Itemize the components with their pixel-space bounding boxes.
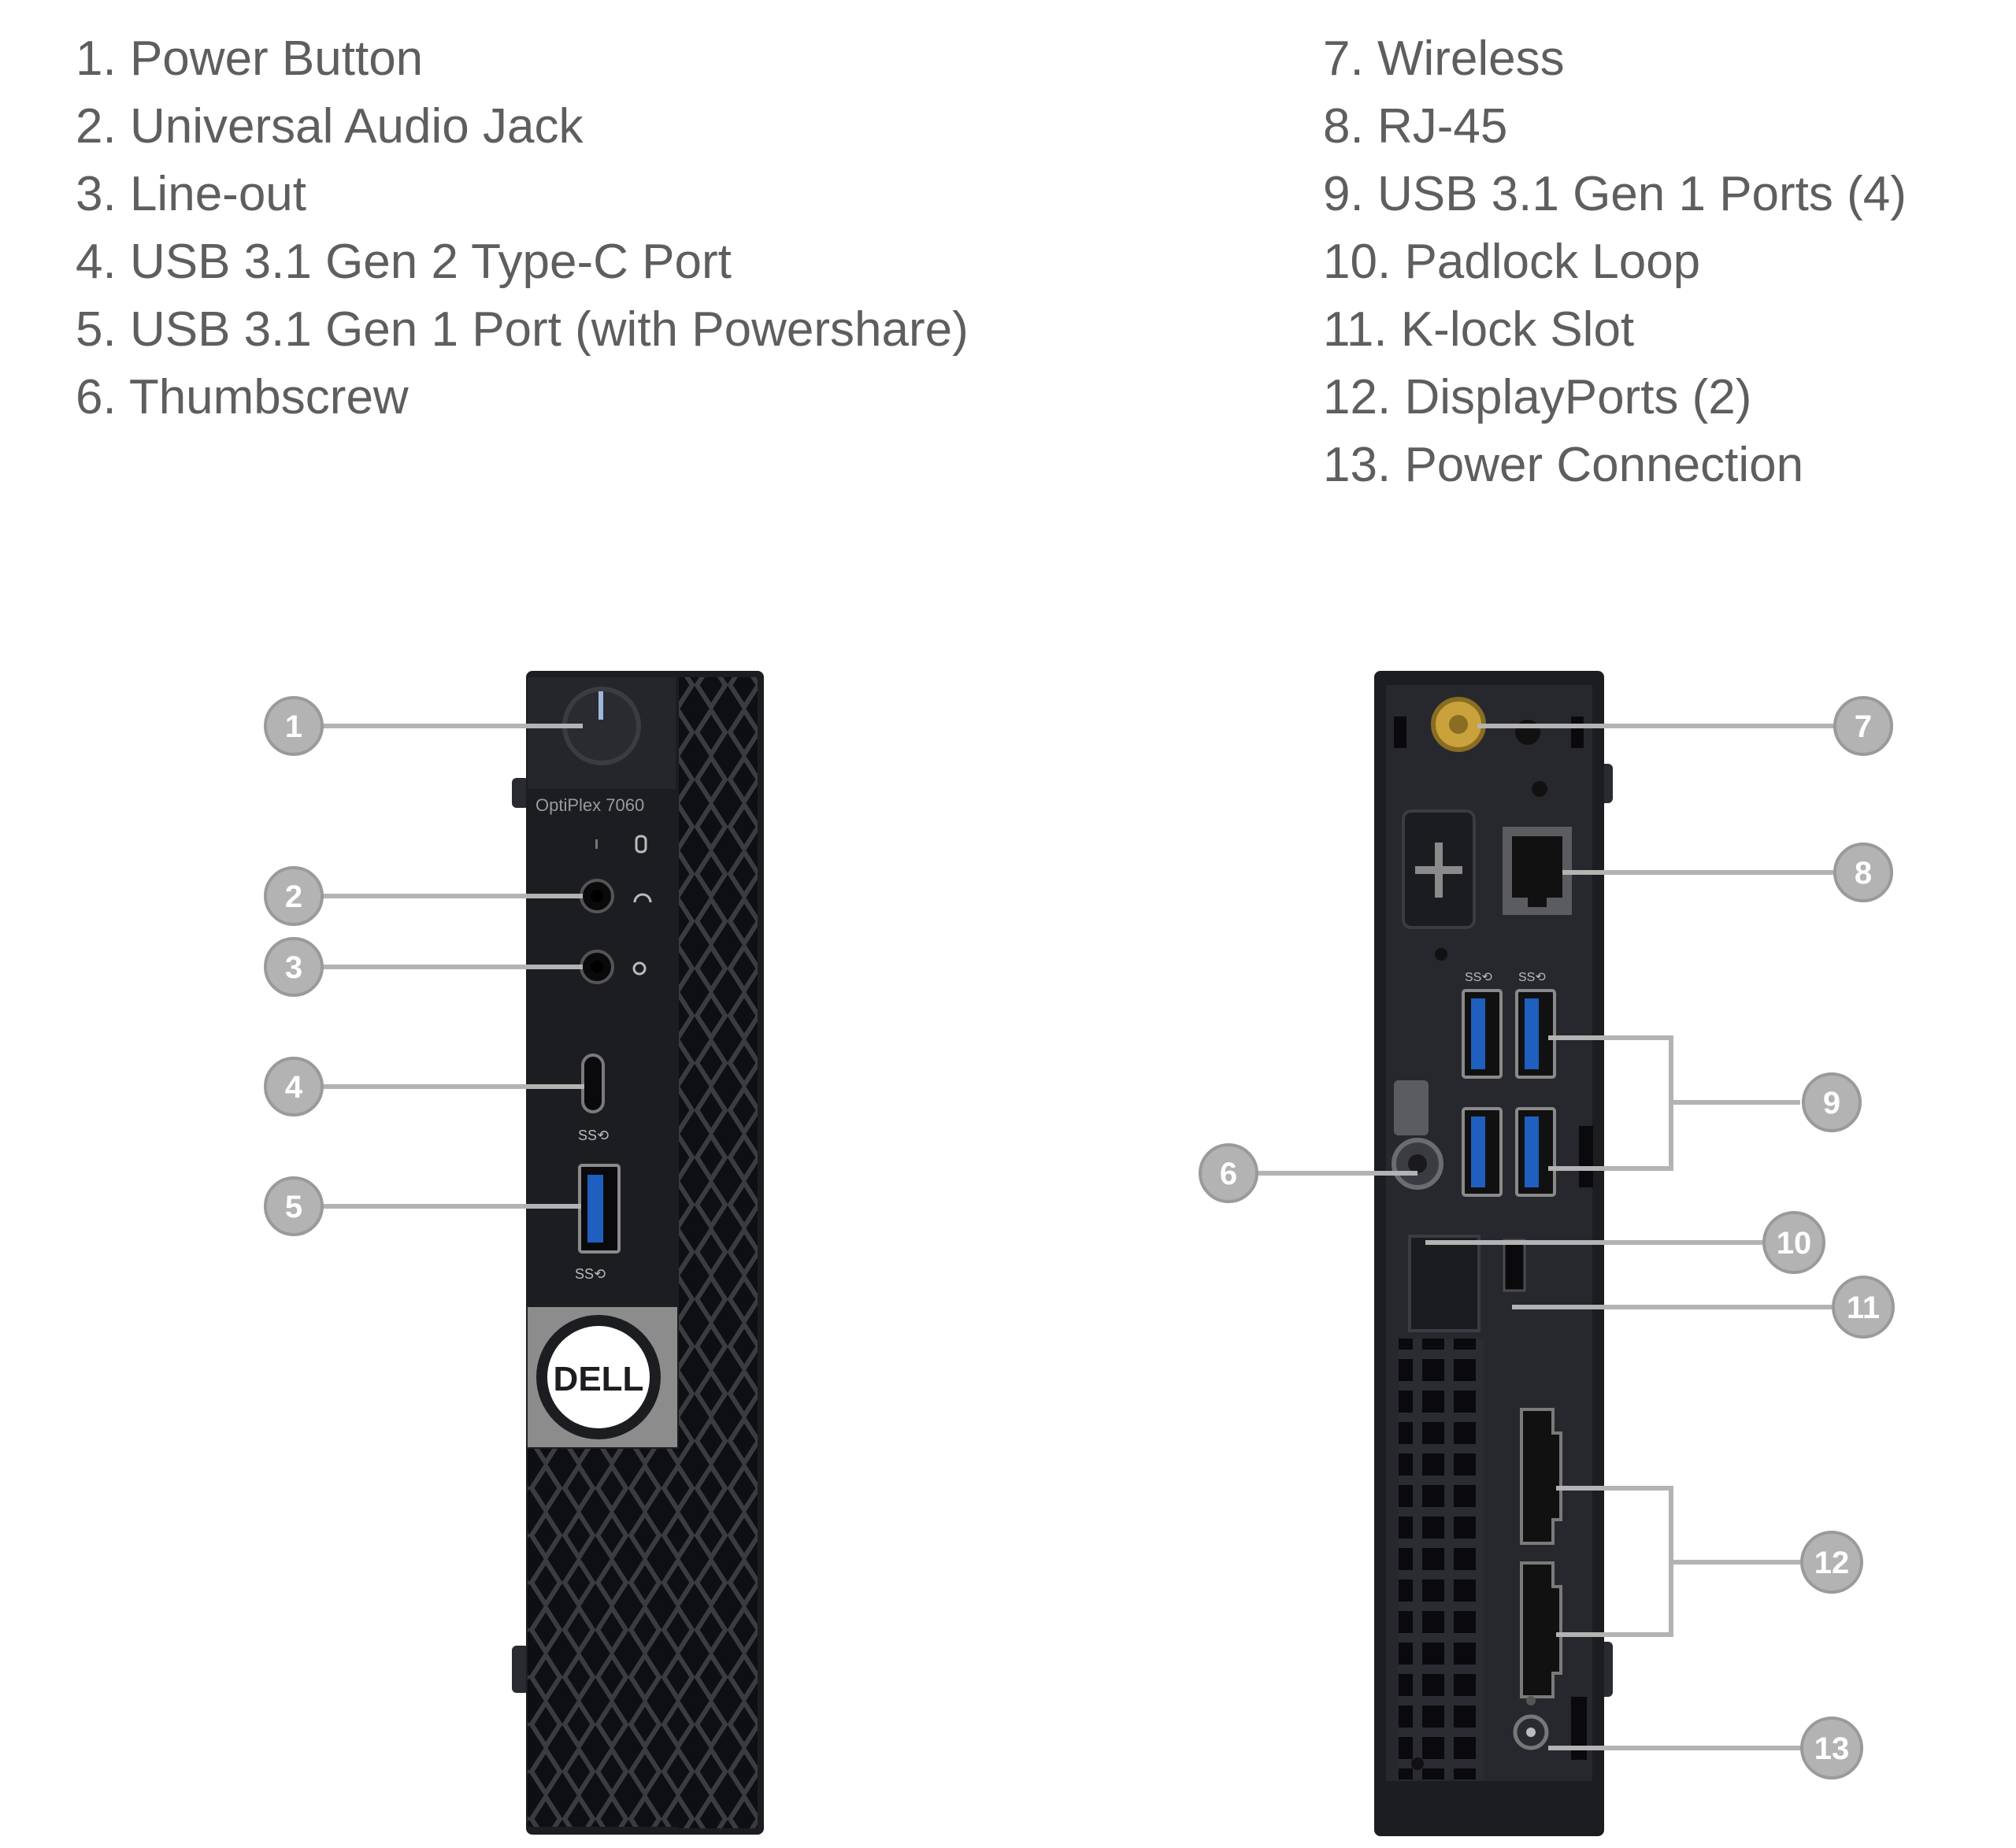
- usb-a-tongue: [587, 1175, 603, 1242]
- dell-logo-text: DELL: [554, 1360, 644, 1398]
- rear-vent-grid: [1399, 1339, 1484, 1779]
- rj45-opening: [1512, 836, 1562, 898]
- usb-port-1-tongue: [1471, 998, 1485, 1069]
- audio-jack-hole: [591, 890, 603, 902]
- front-bottom-grille: [528, 1449, 758, 1827]
- callout-4: 4: [265, 1058, 322, 1115]
- rear-view: SS⟲ SS⟲: [1374, 671, 1613, 1836]
- padlock-loop[interactable]: [1410, 1236, 1479, 1331]
- callout-badges: 1 2 3 4 5 6 7 8 9 10 11 12 13: [265, 698, 1893, 1778]
- rear-bottom-lip: [1386, 1781, 1592, 1819]
- usb-c-logo: SS⟲: [578, 1128, 609, 1143]
- svg-text:11: 11: [1847, 1291, 1880, 1325]
- svg-text:4: 4: [285, 1070, 303, 1105]
- svg-text:9: 9: [1823, 1086, 1840, 1120]
- callout-10: 10: [1764, 1213, 1824, 1272]
- line-out-hole: [591, 961, 603, 973]
- callout-12: 12: [1802, 1532, 1862, 1592]
- callout-5: 5: [265, 1178, 322, 1235]
- rear-slot-mid: [1579, 1126, 1593, 1187]
- callout-1: 1: [265, 698, 322, 754]
- usb-port-4-tongue: [1525, 1117, 1539, 1187]
- svg-text:2: 2: [285, 880, 302, 914]
- callout-8: 8: [1835, 844, 1892, 901]
- callout-9: 9: [1803, 1074, 1860, 1131]
- power-indicator-dot: [1526, 1696, 1536, 1705]
- rear-screw-hole-top: [1515, 720, 1540, 745]
- usb-logo-left: SS⟲: [1465, 971, 1492, 984]
- rear-slot-right: [1571, 717, 1584, 748]
- indicator-mark: [595, 839, 598, 849]
- callout-13: 13: [1802, 1718, 1862, 1778]
- power-led-icon: [598, 691, 603, 720]
- rear-screw-hole-3: [1435, 948, 1447, 961]
- svg-text:12: 12: [1814, 1546, 1850, 1580]
- rear-screw-hole-2: [1532, 781, 1547, 797]
- thumbscrew-latch: [1394, 1080, 1429, 1135]
- rear-screw-hole-bottom: [1411, 1757, 1424, 1770]
- antenna-center: [1449, 715, 1468, 734]
- model-label: OptiPlex 7060: [536, 795, 644, 815]
- svg-text:8: 8: [1855, 856, 1872, 891]
- usb-port-3-tongue: [1471, 1117, 1485, 1187]
- callout-3: 3: [265, 939, 322, 995]
- svg-text:13: 13: [1814, 1731, 1850, 1766]
- svg-text:3: 3: [285, 950, 302, 985]
- usb-a-logo: SS⟲: [575, 1266, 606, 1282]
- front-view: OptiPlex 7060 SS⟲ SS⟲ DELL: [512, 671, 764, 1835]
- svg-text:10: 10: [1777, 1226, 1812, 1261]
- callout-6: 6: [1200, 1145, 1257, 1202]
- usb-logo-right: SS⟲: [1518, 971, 1546, 984]
- callout-2: 2: [265, 868, 322, 924]
- thumbscrew-head: [1408, 1154, 1427, 1173]
- rj45-clip: [1528, 898, 1547, 907]
- svg-text:5: 5: [285, 1190, 302, 1224]
- callout-11: 11: [1833, 1277, 1893, 1337]
- usb-c-port[interactable]: [583, 1055, 603, 1112]
- svg-text:6: 6: [1220, 1157, 1237, 1191]
- rear-slot-left: [1394, 717, 1406, 748]
- k-lock-slot[interactable]: [1504, 1240, 1525, 1291]
- svg-text:1: 1: [285, 709, 302, 744]
- svg-text:7: 7: [1855, 709, 1872, 744]
- power-connection-pin: [1526, 1728, 1536, 1737]
- callout-7: 7: [1835, 698, 1892, 754]
- usb-port-2-tongue: [1525, 998, 1539, 1069]
